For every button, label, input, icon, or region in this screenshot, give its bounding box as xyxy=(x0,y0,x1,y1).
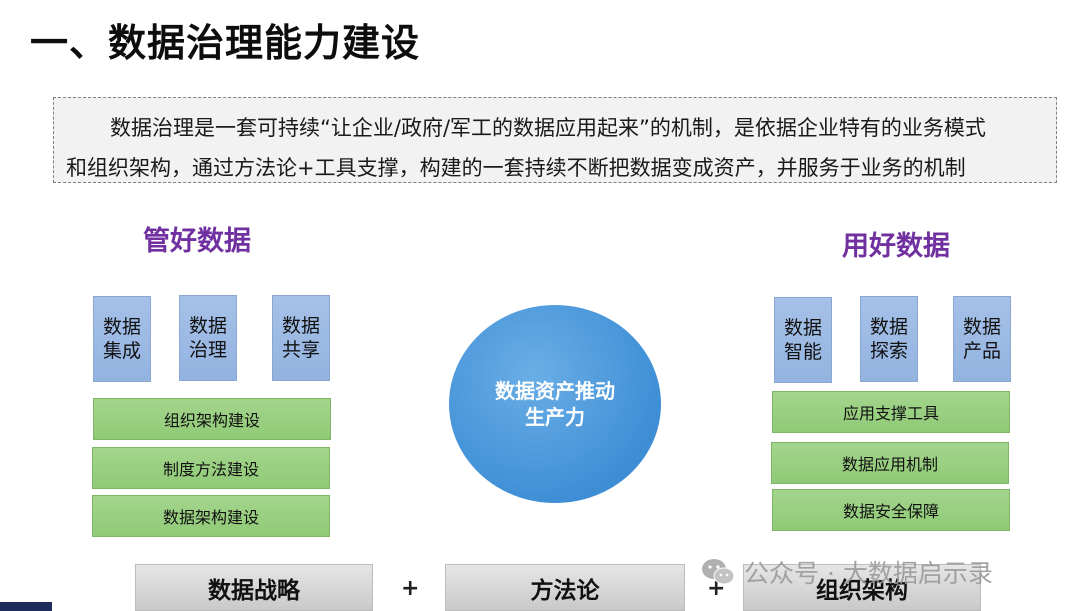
page-title: 一、数据治理能力建设 xyxy=(30,21,421,65)
left-heading: 管好数据 xyxy=(143,226,251,257)
bottom-methodology: 方法论 xyxy=(445,564,685,611)
center-line-2: 生产力 xyxy=(525,405,585,429)
bar-system-methods: 制度方法建设 xyxy=(92,447,330,489)
intro-textbox: 数据治理是一套可持续“让企业/政府/军工的数据应用起来”的机制，是依据企业特有的… xyxy=(53,97,1057,183)
watermark: 公众号 · 大数据启示录 xyxy=(700,554,993,590)
watermark-text: 公众号 · 大数据启示录 xyxy=(744,559,993,588)
bar-org-architecture: 组织架构建设 xyxy=(93,398,331,440)
intro-line-2: 和组织架构，通过方法论+工具支撑，构建的一套持续不断把数据变成资产，并服务于业务… xyxy=(66,156,966,180)
intro-line-1: 数据治理是一套可持续“让企业/政府/军工的数据应用起来”的机制，是依据企业特有的… xyxy=(110,116,986,140)
plus-sign-1: + xyxy=(401,576,420,601)
right-heading: 用好数据 xyxy=(842,231,950,262)
center-circle: 数据资产推动 生产力 xyxy=(449,305,661,503)
center-line-1: 数据资产推动 xyxy=(495,379,615,403)
bar-data-app-mechanism: 数据应用机制 xyxy=(771,442,1009,484)
card-data-sharing: 数据共享 xyxy=(272,295,330,381)
bar-data-security: 数据安全保障 xyxy=(772,489,1010,531)
card-data-integration: 数据集成 xyxy=(93,296,151,382)
card-data-intelligence: 数据智能 xyxy=(774,297,832,383)
bar-data-architecture: 数据架构建设 xyxy=(92,495,330,537)
bar-app-support-tools: 应用支撑工具 xyxy=(772,391,1010,433)
wechat-icon xyxy=(702,559,735,585)
bottom-data-strategy: 数据战略 xyxy=(135,564,373,611)
corner-bar xyxy=(0,602,52,611)
card-data-product: 数据产品 xyxy=(953,296,1011,382)
card-data-governance: 数据治理 xyxy=(179,295,237,381)
card-data-exploration: 数据探索 xyxy=(860,296,918,382)
